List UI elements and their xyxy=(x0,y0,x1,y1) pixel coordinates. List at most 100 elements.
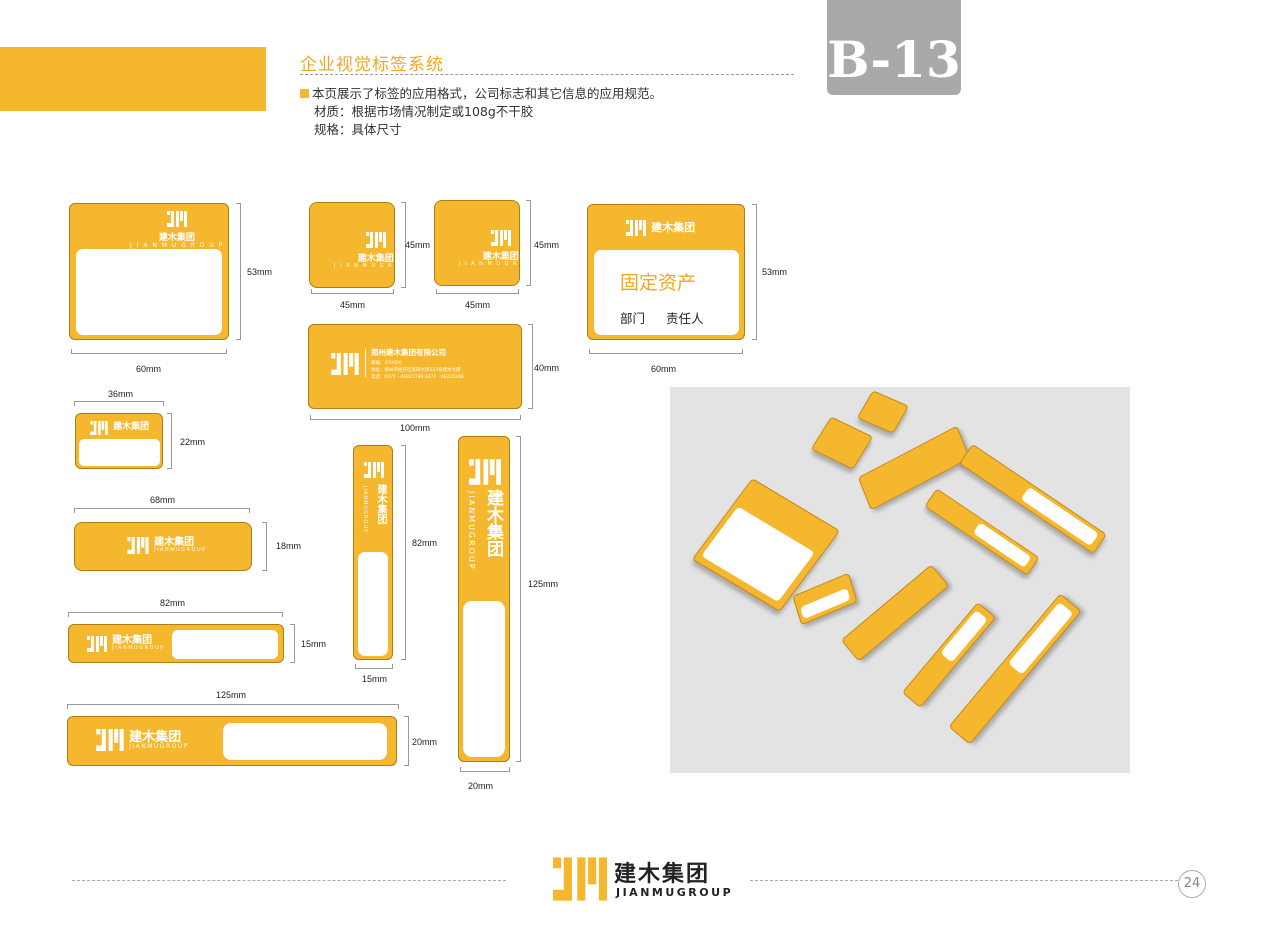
dim-45mm-h2: 45mm xyxy=(534,240,560,250)
brand-name-en: JIANMUGROUP xyxy=(467,491,476,571)
brand-logo: 建木集团 J I A N M U G R O U P xyxy=(130,210,224,249)
brand-name-cn: 建木集团 xyxy=(482,251,519,262)
brand-name-cn: 建木集团 xyxy=(375,484,386,524)
dim-125mm-v: 125mm xyxy=(528,579,559,589)
mockup-label-68 xyxy=(840,564,950,662)
brand-name-en: JIANMUGROUP xyxy=(112,645,165,651)
dim-line-height xyxy=(516,436,521,762)
dim-68mm: 68mm xyxy=(150,495,176,505)
brand-name-cn: 建木集团 xyxy=(154,537,195,548)
page-code-badge: B-13 xyxy=(827,0,961,95)
dim-line-height xyxy=(290,624,295,663)
description-line-2: 材质：根据市场情况制定或108g不干胶 xyxy=(314,104,534,119)
brand-name-cn: 建木集团 xyxy=(357,253,394,264)
brand-name-cn: 建木集团 xyxy=(158,232,195,243)
page-title: 企业视觉标签系统 xyxy=(300,55,444,75)
footer-brand-logo xyxy=(553,857,607,905)
brand-name-en: JIANMUGROUP xyxy=(154,547,207,553)
dim-line-width xyxy=(310,415,521,420)
card-phone: 电话：0371 - 66821789 0371 - 66220288 xyxy=(371,375,464,380)
brand-name-cn: 建木集团 xyxy=(112,635,153,646)
card-address: 地址：郑州市经开区第四大街123号建木大厦 xyxy=(371,368,461,373)
dim-82mm: 82mm xyxy=(160,598,186,608)
dim-line-width xyxy=(74,508,250,513)
jm-logo-icon xyxy=(490,229,511,246)
dim-line-height xyxy=(401,445,406,660)
dim-line-width xyxy=(311,289,394,294)
card-postcode: 邮编：450000 xyxy=(371,361,402,366)
brand-name-en: J I A N M U G R O U P xyxy=(459,260,543,267)
label-blank-area xyxy=(223,723,387,760)
brand-name-en: J I A N M U G R O U P xyxy=(334,262,418,269)
dim-60mm: 60mm xyxy=(136,364,162,374)
brand-name-cn: 建木集团 xyxy=(483,489,503,557)
dim-53mm: 53mm xyxy=(247,267,273,277)
jm-logo-icon xyxy=(90,420,108,435)
dim-15mm-v: 15mm xyxy=(362,674,388,684)
brand-name-en: JIANMUGROUP xyxy=(129,742,189,750)
label-blank-area xyxy=(463,601,505,757)
jm-logo-icon xyxy=(553,857,607,901)
label-fixed-asset: 建木集团 固定资产 部门 责任人 xyxy=(587,204,745,340)
description-text-1: 本页展示了标签的应用格式，公司标志和其它信息的应用规范。 xyxy=(312,86,663,101)
brand-logo: 建木集团 xyxy=(90,419,149,435)
label-20x125-vertical: 建木集团 JIANMUGROUP xyxy=(458,436,510,762)
label-blank-area xyxy=(79,439,160,466)
dim-20mm: 20mm xyxy=(412,737,438,747)
brand-name-en: J I A N M U G R O U P xyxy=(130,241,224,249)
dim-20mm-v: 20mm xyxy=(468,781,494,791)
footer-brand-cn: 建木集团 xyxy=(614,862,711,887)
title-divider xyxy=(300,74,794,75)
dim-36mm: 36mm xyxy=(108,389,134,399)
label-60x53: 建木集团 J I A N M U G R O U P xyxy=(69,203,229,340)
jm-logo-icon xyxy=(469,459,501,485)
dim-18mm: 18mm xyxy=(276,541,302,551)
label-blank-area xyxy=(358,552,388,656)
label-blank-area xyxy=(76,249,222,335)
dim-line-width xyxy=(589,349,743,354)
jm-logo-icon xyxy=(331,353,359,375)
dim-line-height xyxy=(401,202,406,288)
dim-line-width xyxy=(67,704,399,709)
card-divider xyxy=(365,349,366,377)
jm-logo-icon xyxy=(127,537,149,554)
label-blank-area xyxy=(172,630,278,659)
footer-divider-left xyxy=(72,880,506,881)
dim-82mm-v: 82mm xyxy=(412,538,438,548)
jm-logo-icon xyxy=(364,462,384,478)
brand-logo: 建木集团 xyxy=(626,219,695,236)
dim-line-width xyxy=(436,289,519,294)
dim-22mm: 22mm xyxy=(180,437,206,447)
footer-divider-right xyxy=(750,880,1178,881)
dim-100mm: 100mm xyxy=(400,423,431,433)
label-business-card: 郑州建木集团有限公司 邮编：450000 地址：郑州市经开区第四大街123号建木… xyxy=(308,324,522,409)
header-accent-bar xyxy=(0,47,266,111)
dim-line-width xyxy=(355,664,393,669)
brand-name-cn: 建木集团 xyxy=(129,729,182,745)
mockup-business-card xyxy=(857,425,971,511)
dim-60mm-b: 60mm xyxy=(651,364,677,374)
dim-line-width xyxy=(74,401,164,406)
description-line-1: 本页展示了标签的应用格式，公司标志和其它信息的应用规范。 xyxy=(300,83,662,102)
dim-45mm-w: 45mm xyxy=(340,300,366,310)
dim-line-width xyxy=(460,767,510,772)
dim-45mm-h: 45mm xyxy=(405,240,431,250)
dim-line-width xyxy=(68,612,283,617)
brand-name-cn: 建木集团 xyxy=(651,221,696,234)
dim-line-height xyxy=(167,413,172,469)
dim-45mm-w2: 45mm xyxy=(465,300,491,310)
dim-line-height xyxy=(752,204,757,340)
dim-40mm: 40mm xyxy=(534,363,560,373)
footer-brand-en: JIANMUGROUP xyxy=(616,886,734,899)
brand-name-en: JIANMUGROUP xyxy=(362,486,368,534)
dim-line-width xyxy=(71,349,227,354)
dim-line-height xyxy=(236,203,241,340)
dim-125mm: 125mm xyxy=(216,690,247,700)
jm-logo-icon xyxy=(96,729,124,751)
jm-logo-icon xyxy=(626,219,646,236)
